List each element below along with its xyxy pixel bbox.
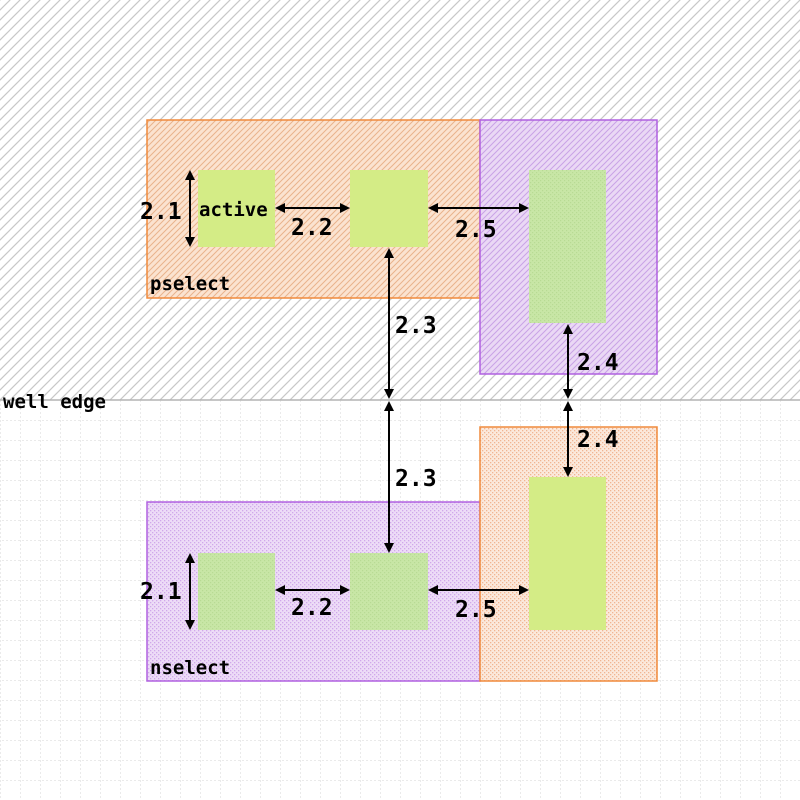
rule-label-2-4-lower: 2.4 <box>577 427 619 453</box>
rule-label-2-5-top: 2.5 <box>455 217 497 243</box>
active-square-bottom-left <box>198 553 275 630</box>
active-square-top-middle <box>350 170 428 247</box>
rule-label-2-1-top: 2.1 <box>140 199 182 225</box>
rule-label-2-5-bottom: 2.5 <box>455 597 497 623</box>
well-edge-label: well edge <box>3 391 106 413</box>
active-label: active <box>199 199 268 221</box>
active-tall-top-right <box>529 170 606 323</box>
active-square-top-left <box>198 170 275 247</box>
pselect-label: pselect <box>150 273 230 295</box>
active-tall-bottom-right <box>529 477 606 630</box>
nselect-region-bottom <box>146 501 481 682</box>
rule-label-2-1-bottom: 2.1 <box>140 579 182 605</box>
dimension-arrows <box>185 170 573 630</box>
rule-label-2-3-lower: 2.3 <box>395 466 437 492</box>
rule-label-2-3-upper: 2.3 <box>395 313 437 339</box>
rule-label-2-4-upper: 2.4 <box>577 350 619 376</box>
nselect-label: nselect <box>150 657 230 679</box>
active-square-bottom-middle <box>350 553 428 630</box>
rule-label-2-2-top: 2.2 <box>291 215 333 241</box>
rule-label-2-2-bottom: 2.2 <box>291 595 333 621</box>
